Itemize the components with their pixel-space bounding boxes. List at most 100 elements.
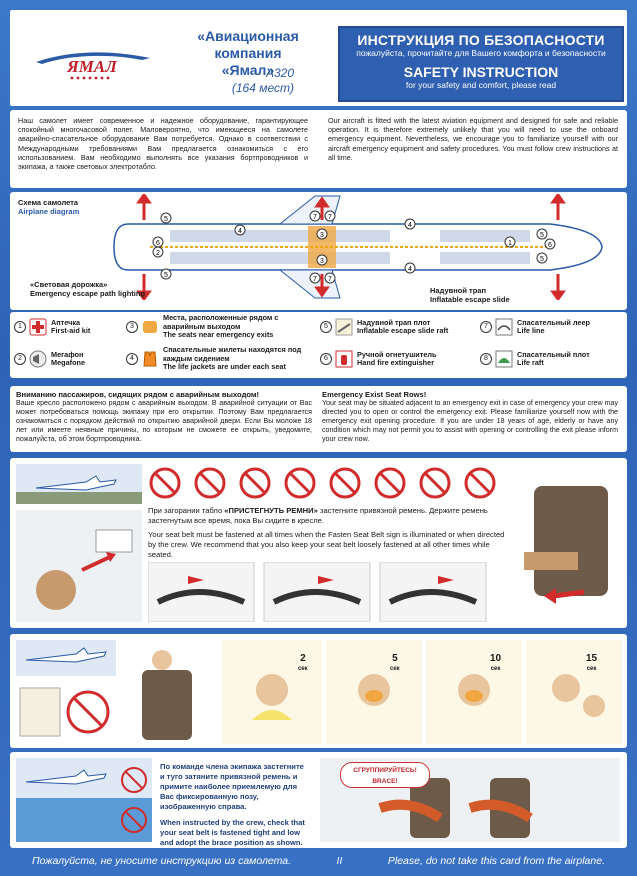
takeoff-illustration — [16, 464, 142, 504]
svg-text:7: 7 — [328, 276, 332, 283]
legend-en: The seats near emergency exits — [163, 330, 274, 340]
svg-text:5: 5 — [540, 232, 544, 239]
legend-en: Life raft — [517, 358, 544, 367]
life-raft-icon — [495, 350, 513, 368]
aircraft-model: А320 (164 мест) — [214, 66, 294, 96]
svg-text:5: 5 — [164, 216, 168, 223]
mask-step-3 — [426, 640, 522, 744]
legend-num: 8 — [480, 353, 492, 365]
logo-text: ЯМАЛ — [66, 57, 118, 76]
first-aid-icon — [29, 318, 47, 336]
svg-text:4: 4 — [238, 228, 242, 235]
footer: Пожалуйста, не уносите инструкцию из сам… — [10, 850, 627, 872]
timer-value: 5 — [392, 653, 398, 664]
header: ЯМАЛ «Авиационная компания «Ямал» А320 (… — [10, 10, 627, 106]
subtitle-ru: пожалуйста, прочитайте для Вашего комфор… — [356, 48, 606, 58]
seatbelt-text-en: Your seat belt must be fastened at all t… — [148, 530, 505, 559]
legend-item-life-jackets: 4 Спасательные жилеты находятся под кажд… — [126, 345, 318, 372]
legend-num: 5 — [320, 321, 332, 333]
legend-en: First-aid kit — [51, 326, 91, 335]
seatbelt-sign-label: «ПРИСТЕГНУТЬ РЕМНИ» — [224, 506, 318, 515]
svg-text:1: 1 — [508, 240, 512, 247]
timer-value: 15 — [586, 653, 598, 664]
svg-text:4: 4 — [408, 222, 412, 229]
footer-en: Please, do not take this card from the a… — [387, 855, 605, 867]
brace-bubble-ru: СГРУППИРУЙТЕСЬ! — [353, 767, 417, 774]
legend-num: 7 — [480, 321, 492, 333]
life-line-icon — [495, 318, 513, 336]
timer-4: 15 сек — [586, 654, 597, 674]
timer-unit: сек — [586, 666, 597, 672]
legend-en: Megafone — [51, 358, 86, 367]
timer-unit: сек — [298, 666, 308, 672]
legend-ru: Аптечка — [51, 317, 81, 327]
timer-unit: сек — [490, 666, 501, 672]
depressurization-illustration — [16, 640, 116, 676]
footer-ru: Пожалуйста, не уносите инструкцию из сам… — [32, 855, 292, 867]
timer-value: 2 — [300, 653, 306, 664]
escape-path-label: «Световая дорожка» Emergency escape path… — [30, 280, 145, 298]
timer-unit: сек — [390, 666, 400, 672]
passenger-seated-illustration — [142, 650, 192, 740]
brace-command-bubble: СГРУППИРУЙТЕСЬ! BRACE! — [340, 762, 430, 788]
mask-step-1 — [222, 640, 322, 744]
mask-step-2 — [326, 640, 422, 744]
legend-en: The life jackets are under each seat — [163, 362, 286, 372]
svg-text:2: 2 — [156, 250, 160, 257]
svg-text:3: 3 — [320, 232, 324, 239]
aircraft-seats: (164 мест) — [231, 81, 294, 95]
intro-section: Наш самолет имеет современное и надежное… — [10, 110, 627, 188]
seat-illustration — [524, 486, 608, 604]
legend-num: 1 — [14, 321, 26, 333]
brace-instructions: По команде члена экипажа застегните и ту… — [160, 762, 310, 848]
legend-ru: Надувной трап плот — [357, 317, 431, 327]
legend-item-exit-seats: 3 Места, расположенные рядом с аварийным… — [126, 313, 318, 340]
brace-position-illustration — [320, 758, 620, 842]
brace-position-section: По команде члена экипажа застегните и ту… — [10, 752, 627, 848]
slide-label-ru: Надувной трап — [430, 286, 486, 295]
exit-info-ru: Вниманию пассажиров, сидящих рядом с ава… — [16, 390, 312, 444]
seatbelt-sign-illustration — [16, 510, 142, 622]
extinguisher-icon — [335, 350, 353, 368]
exit-text-ru: Ваше кресло расположено рядом с аварийны… — [16, 399, 312, 443]
timer-2: 5 сек — [390, 654, 400, 674]
legend-ru: Спасательный леер — [517, 317, 590, 327]
no-smoking-oxygen-icons — [19, 687, 110, 737]
seatbelt-ru-suffix: застегните привязной ремень. Держите рем… — [148, 506, 488, 525]
life-jacket-icon — [143, 351, 157, 367]
legend-en: Hand fire extinguisher — [357, 358, 435, 367]
legend-ru: Места, расположенные рядом с аварийным в… — [163, 313, 279, 331]
legend-ru: Спасательные жилеты находятся под каждым… — [163, 345, 302, 363]
legend-num: 6 — [320, 353, 332, 365]
slide-label-en: Inflatable escape slide — [430, 295, 510, 304]
seatbelt-section: При загорании табло «ПРИСТЕГНУТЬ РЕМНИ» … — [10, 458, 627, 628]
svg-text:6: 6 — [548, 242, 552, 249]
svg-text:7: 7 — [313, 276, 317, 283]
airplane-diagram: 5 5 4 6 2 7 7 3 3 7 7 4 4 5 5 6 1 — [113, 194, 603, 300]
title-en: SAFETY INSTRUCTION — [403, 64, 559, 80]
legend-num: 3 — [126, 321, 138, 333]
airplane-diagram-section: Схема самолета Airplane diagram 5 — [10, 192, 627, 310]
svg-text:6: 6 — [156, 240, 160, 247]
svg-text:7: 7 — [328, 214, 332, 221]
title-ru: ИНСТРУКЦИЯ ПО БЕЗОПАСНОСТИ — [357, 32, 605, 48]
timer-1: 2 сек — [298, 654, 308, 674]
megaphone-icon — [29, 350, 47, 368]
diagram-label-en: Airplane diagram — [18, 207, 80, 216]
intro-text-ru: Наш самолет имеет современное и надежное… — [18, 116, 308, 172]
brace-bubble-en: BRACE! — [372, 778, 398, 785]
svg-text:5: 5 — [164, 272, 168, 279]
exit-text-en: Your seat may be situated adjacent to an… — [322, 399, 618, 443]
legend-ru: Ручной огнетушитель — [357, 349, 437, 359]
legend-ru: Спасательный плот — [517, 349, 590, 359]
slide-label: Надувной трап Inflatable escape slide — [430, 286, 510, 304]
